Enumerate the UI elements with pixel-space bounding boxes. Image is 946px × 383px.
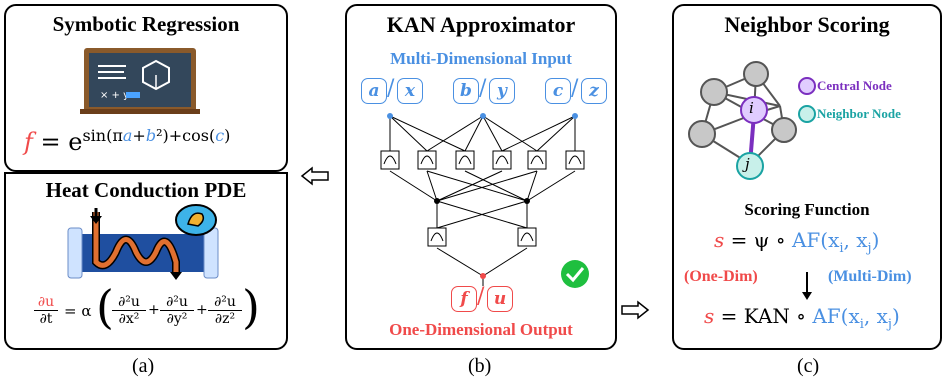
slash-3: / bbox=[571, 76, 579, 101]
pde-term3-den: ∂z² bbox=[214, 311, 236, 327]
panel-kan-approximator: KAN Approximator Multi-Dimensional Input bbox=[345, 4, 617, 350]
input-box-x: x bbox=[397, 78, 423, 104]
formula-plus: + bbox=[132, 126, 146, 145]
panel-neighbor-scoring: Neighbor Scoring i j Central Node Neighb… bbox=[672, 4, 942, 350]
node-i-label: i bbox=[749, 99, 754, 117]
one-dim-label: (One-Dim) bbox=[684, 268, 758, 285]
output-box-u: u bbox=[487, 286, 513, 312]
pde-plus-1: + bbox=[148, 302, 160, 318]
pde-term2-num: ∂²u bbox=[160, 294, 194, 311]
multi-dim-label: (Multi-Dim) bbox=[828, 268, 912, 285]
symbolic-formula: f = esin(πa+b²)+cos(c) bbox=[24, 126, 230, 156]
input-label: Multi-Dimensional Input bbox=[390, 49, 572, 68]
eq1-psi: = ψ ∘ bbox=[724, 228, 792, 252]
kan-network bbox=[380, 113, 589, 288]
eq2-kan: = KAN ∘ bbox=[714, 304, 813, 328]
eq2-af: AF(x bbox=[812, 304, 860, 328]
caption-a: (a) bbox=[132, 355, 155, 377]
formula-eq: = e bbox=[32, 128, 83, 156]
pde-term1-num: ∂²u bbox=[112, 294, 146, 311]
svg-text:× + y: × + y bbox=[100, 90, 129, 101]
pde-plus-2: + bbox=[196, 302, 208, 318]
pde-term3-num: ∂²u bbox=[208, 294, 242, 311]
formula-var-b: b bbox=[145, 126, 157, 145]
eq2-mid: , x bbox=[863, 304, 888, 328]
chalkboard-icon: × + y bbox=[80, 48, 200, 114]
formula-var-a: a bbox=[122, 126, 133, 145]
formula-exp-sin: sin(π bbox=[82, 126, 123, 145]
graph-diagram bbox=[688, 61, 816, 300]
eq1-end: ) bbox=[871, 228, 880, 252]
eq2-end: ) bbox=[891, 304, 900, 328]
panel-symbolic-regression: Symbotic Regression × + y f = esin(πa+b²… bbox=[4, 4, 288, 172]
panel-c-title: Neighbor Scoring bbox=[724, 12, 890, 37]
formula-cos: )+cos( bbox=[162, 126, 216, 145]
heat-pipe-icon bbox=[67, 204, 219, 280]
panel-a-title: Symbotic Regression bbox=[52, 12, 240, 36]
formula-close: ) bbox=[224, 126, 231, 145]
eq1-sub-j: j bbox=[867, 241, 872, 256]
pde-equals: = α bbox=[64, 302, 92, 320]
formula-var-c: c bbox=[215, 126, 225, 145]
caption-c: (c) bbox=[797, 355, 820, 377]
pde-right-paren: ) bbox=[242, 280, 260, 334]
panel-heat-conduction: Heat Conduction PDE ∂u ∂t = α ( ∂²u ∂x² … bbox=[4, 172, 288, 350]
legend-central-node: Central Node bbox=[817, 78, 892, 93]
pde-equation: ∂u ∂t = α ( ∂²u ∂x² + ∂²u ∂y² + ∂²u ∂z² … bbox=[26, 284, 276, 344]
eq1-sub-i: i bbox=[839, 241, 844, 256]
eq2-sub-j: j bbox=[887, 317, 892, 332]
pde-dt: ∂t bbox=[39, 311, 53, 327]
pde-du: ∂u bbox=[34, 294, 58, 311]
output-box-f: f bbox=[451, 286, 477, 312]
output-label: One-Dimensional Output bbox=[389, 320, 573, 339]
pde-term1-den: ∂x² bbox=[118, 311, 140, 327]
eq1-af: AF(x bbox=[791, 228, 840, 252]
input-box-a: a bbox=[361, 78, 387, 104]
panel-divider bbox=[6, 172, 286, 174]
input-box-z: z bbox=[581, 78, 607, 104]
formula-f: f bbox=[24, 128, 33, 156]
scoring-equation-1: s = ψ ∘ AF(xi, xj) bbox=[714, 228, 879, 256]
eq2-sub-i: i bbox=[859, 317, 864, 332]
panel-a-bottom-title: Heat Conduction PDE bbox=[45, 178, 247, 202]
input-box-y: y bbox=[489, 78, 515, 104]
slash-out: / bbox=[477, 284, 485, 309]
input-box-c: c bbox=[545, 78, 571, 104]
slash-1: / bbox=[387, 76, 395, 101]
panel-b-title: KAN Approximator bbox=[386, 12, 576, 37]
slash-2: / bbox=[479, 76, 487, 101]
formula-square: ² bbox=[156, 126, 163, 145]
eq1-s: s bbox=[714, 228, 725, 252]
scoring-equation-2: s = KAN ∘ AF(xi, xj) bbox=[704, 304, 900, 332]
eq1-mid: , x bbox=[843, 228, 868, 252]
legend-neighbor-node: Neighbor Node bbox=[817, 106, 901, 121]
eq2-s: s bbox=[704, 304, 715, 328]
pde-left-paren: ( bbox=[96, 280, 114, 334]
pde-term2-den: ∂y² bbox=[166, 311, 188, 327]
input-box-b: b bbox=[453, 78, 479, 104]
node-j-label: j bbox=[745, 155, 750, 173]
scoring-function-title: Scoring Function bbox=[744, 200, 870, 219]
caption-b: (b) bbox=[468, 355, 492, 377]
